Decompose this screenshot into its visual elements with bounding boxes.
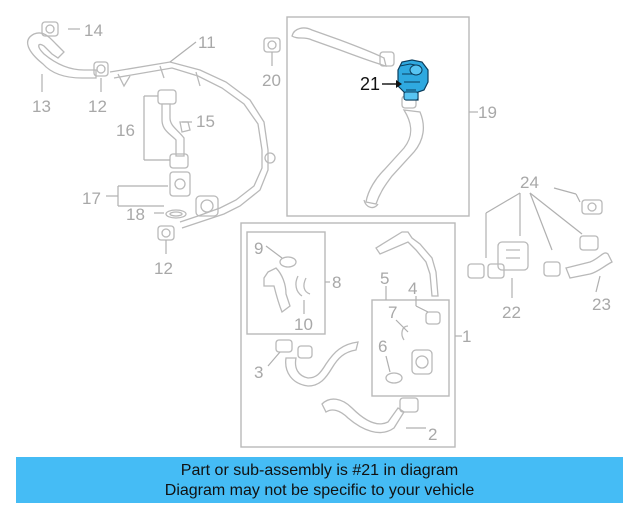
callout-13: 13 xyxy=(32,97,51,116)
callout-22: 22 xyxy=(502,303,521,322)
fitting-8-assembly xyxy=(263,256,311,314)
callout-6: 6 xyxy=(378,337,387,356)
seal-18 xyxy=(165,209,187,219)
cooler-17 xyxy=(169,171,191,197)
callout-4: 4 xyxy=(408,279,417,298)
hose-19-upper xyxy=(291,27,395,67)
caption-line-1: Part or sub-assembly is #21 in diagram xyxy=(180,462,459,479)
callout-21: 21 xyxy=(360,74,380,94)
hose-13 xyxy=(26,32,97,79)
callout-3: 3 xyxy=(254,363,263,382)
pipe-11 xyxy=(109,61,276,229)
callout-23: 23 xyxy=(592,295,611,314)
parts-diagram: 14 13 12 11 15 16 17 18 12 20 21 19 1 2 … xyxy=(26,16,613,448)
callout-19: 19 xyxy=(478,103,497,122)
callout-20: 20 xyxy=(262,71,281,90)
leader-lines xyxy=(41,28,601,429)
callout-8: 8 xyxy=(332,273,341,292)
clamp-4 xyxy=(425,311,441,325)
callout-15: 15 xyxy=(196,112,215,131)
hose-15-16 xyxy=(157,89,191,169)
clamp-12-lower xyxy=(157,225,175,241)
callout-2: 2 xyxy=(428,425,437,444)
pipe-box1-top xyxy=(375,231,439,297)
hose-23 xyxy=(565,235,613,279)
group-box-19 xyxy=(286,16,470,217)
callout-12-lower: 12 xyxy=(154,259,173,278)
hose-2 xyxy=(321,397,419,434)
callout-7: 7 xyxy=(388,303,397,322)
housing-box5 xyxy=(385,325,433,384)
callout-16: 16 xyxy=(116,121,135,140)
part-21-thermostat-housing xyxy=(397,59,429,101)
clamp-12-upper xyxy=(93,61,109,77)
callout-17: 17 xyxy=(82,189,101,208)
callout-5: 5 xyxy=(380,269,389,288)
callout-24: 24 xyxy=(520,173,539,192)
callout-1: 1 xyxy=(462,327,471,346)
callout-11: 11 xyxy=(198,33,216,52)
group-box-1 xyxy=(240,222,456,448)
pump-22 xyxy=(467,241,561,279)
callout-18: 18 xyxy=(126,205,145,224)
clamp-24-right xyxy=(581,199,603,215)
clamp-20 xyxy=(263,37,281,53)
group-box-5 xyxy=(371,299,450,397)
caption-line-2: Diagram may not be specific to your vehi… xyxy=(164,482,475,499)
group-box-8 xyxy=(246,231,326,335)
callout-12: 12 xyxy=(88,97,107,116)
callout-10: 10 xyxy=(294,315,313,334)
callout-9: 9 xyxy=(254,239,263,258)
hose-19-lower xyxy=(363,95,425,209)
callout-14: 14 xyxy=(84,21,103,40)
callout-21-arrow xyxy=(382,80,402,88)
clamp-14 xyxy=(41,21,59,37)
caption-bar: Part or sub-assembly is #21 in diagram D… xyxy=(16,457,623,503)
hose-3 xyxy=(275,339,359,387)
